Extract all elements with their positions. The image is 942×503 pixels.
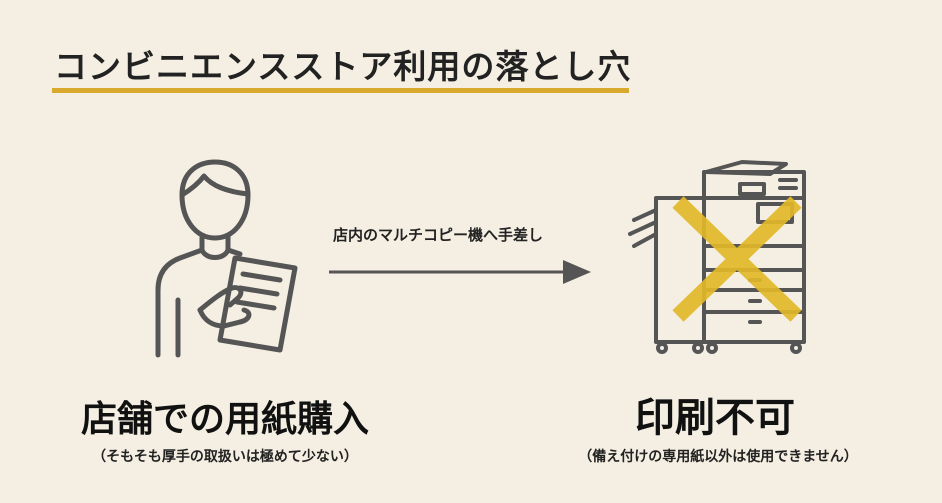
arrow-label: 店内のマルチコピー機へ手差し (333, 226, 544, 244)
copy-machine-icon (628, 160, 806, 354)
cross-mark-icon (672, 196, 802, 322)
page-title: コンビニエンスストア利用の落とし穴 (54, 47, 632, 86)
left-note: （そもそも厚手の取扱いは極めて少ない） (92, 449, 358, 465)
right-arrow-icon (329, 260, 591, 284)
person-holding-paper-icon (155, 159, 298, 358)
title-underline (52, 88, 629, 93)
left-heading: 店舗での用紙購入 (80, 399, 369, 440)
right-note: （備え付けの専用紙以外は使用できません） (578, 449, 858, 465)
right-heading: 印刷不可 (635, 395, 795, 441)
